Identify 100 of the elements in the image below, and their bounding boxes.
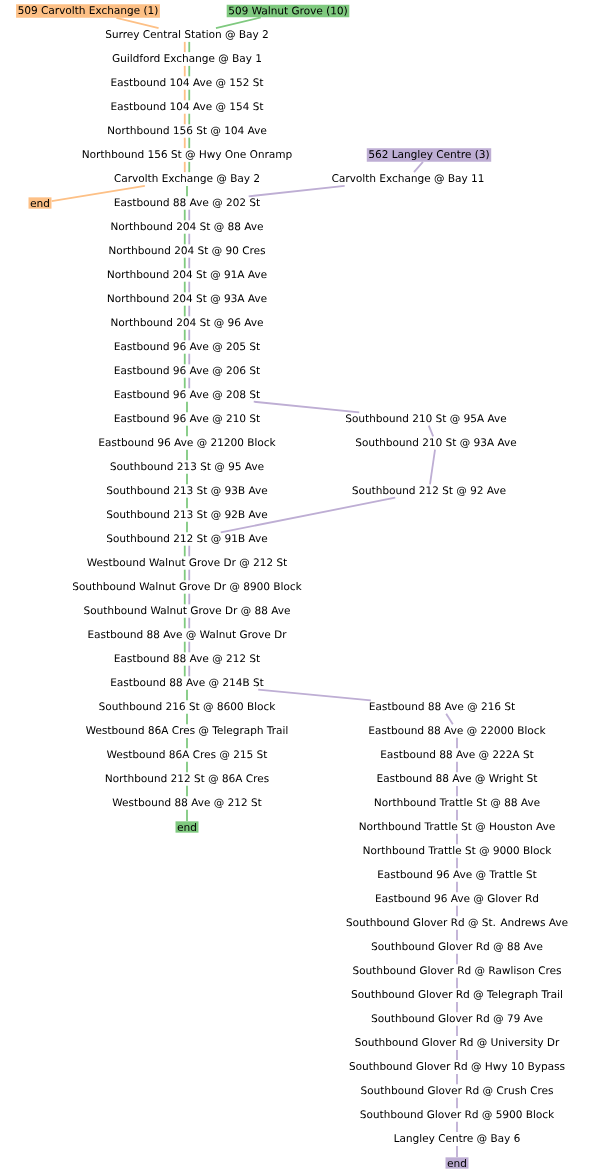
- route-label: 562 Langley Centre (3): [366, 148, 492, 162]
- stop-label: Southbound 213 St @ 92B Ave: [104, 508, 270, 522]
- stop-label: Guildford Exchange @ Bay 1: [110, 52, 264, 66]
- route-line: [183, 112, 186, 126]
- route-line: [188, 256, 191, 270]
- stop-label: Westbound Walnut Grove Dr @ 212 St: [85, 556, 289, 570]
- route-line: [456, 832, 458, 846]
- stop-label: Southbound 213 St @ 95 Ave: [108, 460, 266, 474]
- stop-label: Eastbound 88 Ave @ 222A St: [378, 748, 536, 762]
- route-line: [188, 280, 191, 294]
- stop-label: Northbound 204 St @ 88 Ave: [108, 220, 266, 234]
- stop-label: Northbound 212 St @ 86A Cres: [103, 772, 271, 786]
- route-line: [186, 737, 188, 750]
- route-line: [188, 616, 191, 630]
- stop-label: Southbound 212 St @ 92 Ave: [350, 484, 508, 498]
- route-line: [456, 1001, 458, 1014]
- stop-label: Northbound 204 St @ 90 Cres: [106, 244, 268, 258]
- stop-label: Southbound Glover Rd @ 79 Ave: [369, 1012, 545, 1026]
- stop-label: Eastbound 88 Ave @ 22000 Block: [366, 724, 548, 738]
- route-line: [186, 520, 188, 534]
- route-line: [456, 760, 458, 774]
- route-line: [183, 232, 186, 246]
- route-line: [186, 400, 188, 414]
- stop-label: Southbound Glover Rd @ Telegraph Trail: [349, 988, 565, 1002]
- route-line: [445, 712, 454, 726]
- route-line: [188, 568, 191, 582]
- stop-label: Southbound Walnut Grove Dr @ 8900 Block: [70, 580, 304, 594]
- stop-label: Eastbound 96 Ave @ 210 St: [112, 412, 262, 426]
- route-line: [188, 304, 191, 318]
- route-line: [188, 376, 191, 390]
- stop-label: Northbound Trattle St @ 9000 Block: [361, 844, 553, 858]
- route-line: [183, 640, 186, 654]
- route-line: [188, 544, 191, 558]
- route-label: 509 Carvolth Exchange (1): [16, 4, 160, 18]
- stop-label: Northbound 156 St @ 104 Ave: [105, 124, 269, 138]
- route-line: [188, 41, 191, 54]
- end-label: end: [445, 1157, 469, 1169]
- route-line: [183, 568, 186, 582]
- route-line: [188, 592, 191, 606]
- route-line: [115, 17, 160, 30]
- route-line: [456, 928, 458, 942]
- route-line: [183, 328, 186, 342]
- route-line: [456, 1049, 458, 1061]
- route-line: [183, 544, 186, 558]
- route-line: [456, 1145, 458, 1159]
- stop-label: Eastbound 88 Ave @ 212 St: [112, 652, 262, 666]
- route-line: [183, 136, 186, 150]
- stop-label: Southbound Glover Rd @ 88 Ave: [369, 940, 545, 954]
- route-line: [183, 41, 186, 54]
- route-line: [183, 376, 186, 390]
- stop-label: Eastbound 88 Ave @ 202 St: [112, 196, 262, 210]
- stop-label: Northbound 204 St @ 91A Ave: [105, 268, 269, 282]
- route-line: [252, 400, 361, 414]
- stop-label: Southbound Glover Rd @ Hwy 10 Bypass: [347, 1060, 567, 1074]
- route-line: [183, 256, 186, 270]
- route-line: [188, 208, 191, 222]
- route-line: [257, 688, 372, 702]
- route-line: [456, 976, 458, 990]
- route-line: [456, 952, 458, 966]
- route-line: [186, 424, 188, 438]
- route-line: [456, 1024, 458, 1037]
- route-line: [456, 808, 458, 822]
- route-line: [183, 352, 186, 366]
- route-line: [183, 304, 186, 318]
- stop-label: Southbound Glover Rd @ University Dr: [353, 1036, 561, 1050]
- route-line: [183, 616, 186, 630]
- stop-label: Southbound 213 St @ 93B Ave: [104, 484, 270, 498]
- route-line: [456, 856, 458, 870]
- route-line: [186, 448, 188, 462]
- route-line: [186, 185, 188, 198]
- stop-label: Eastbound 96 Ave @ 205 St: [112, 340, 262, 354]
- stop-label: Northbound 204 St @ 96 Ave: [108, 316, 266, 330]
- route-line: [183, 88, 186, 102]
- end-label: end: [175, 821, 199, 833]
- stop-label: Westbound 86A Cres @ 215 St: [105, 748, 269, 762]
- stop-label: Northbound Trattle St @ 88 Ave: [372, 796, 542, 810]
- stop-label: Eastbound 88 Ave @ Walnut Grove Dr: [85, 628, 289, 642]
- route-line: [219, 496, 397, 534]
- route-line: [456, 785, 458, 798]
- route-line: [188, 161, 191, 174]
- route-line: [188, 136, 191, 150]
- stop-label: Eastbound 96 Ave @ 21200 Block: [96, 436, 278, 450]
- stop-label: Eastbound 88 Ave @ 216 St: [367, 700, 517, 714]
- stop-label: Southbound 210 St @ 93A Ave: [353, 436, 519, 450]
- stop-label: Northbound 204 St @ 93A Ave: [105, 292, 269, 306]
- route-line: [183, 65, 186, 78]
- stop-label: Carvolth Exchange @ Bay 11: [330, 172, 486, 186]
- stop-label: Langley Centre @ Bay 6: [392, 1132, 522, 1146]
- stop-label: Eastbound 88 Ave @ Wright St: [374, 772, 540, 786]
- stop-label: Northbound 156 St @ Hwy One Onramp: [80, 148, 294, 162]
- stop-label: Southbound Walnut Grove Dr @ 88 Ave: [81, 604, 293, 618]
- stop-label: Southbound 210 St @ 95A Ave: [343, 412, 509, 426]
- route-line: [183, 664, 186, 678]
- end-label: end: [28, 197, 52, 209]
- stop-label: Eastbound 96 Ave @ Glover Rd: [373, 892, 541, 906]
- route-line: [456, 1120, 458, 1133]
- route-line: [215, 16, 262, 30]
- route-line: [186, 784, 188, 798]
- route-line: [456, 736, 458, 750]
- stop-label: Eastbound 96 Ave @ 206 St: [112, 364, 262, 378]
